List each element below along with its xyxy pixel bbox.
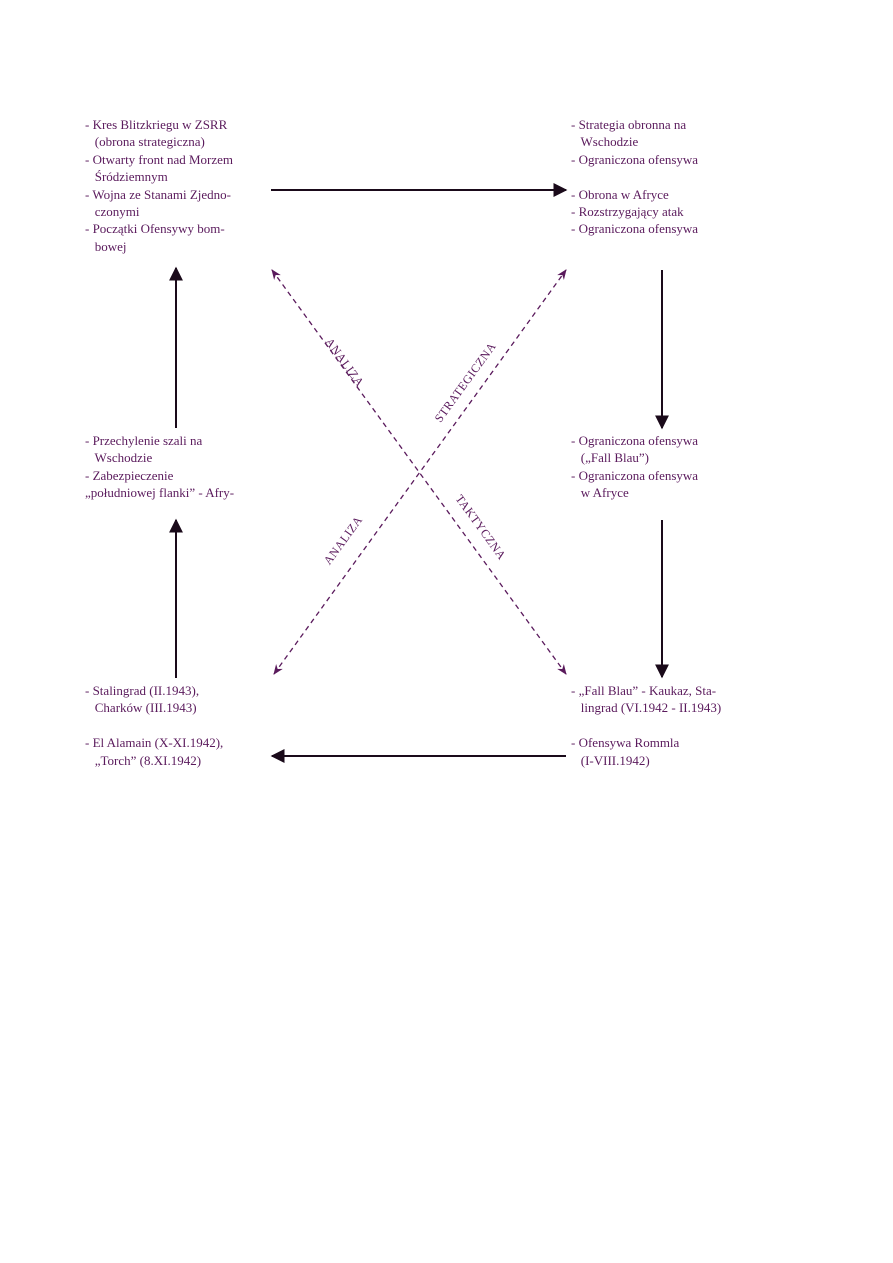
box-line: w Afryce [571, 485, 629, 501]
dashed-diagonal-top-left-to-bottom-right [271, 269, 567, 675]
box-line: - Rozstrzygający atak [571, 204, 684, 220]
box-bottom-right: - „Fall Blau” - Kaukaz, Sta- lingrad (VI… [571, 682, 721, 769]
box-line: - „Fall Blau” - Kaukaz, Sta- [571, 683, 717, 698]
box-line: bowej [85, 238, 127, 254]
box-line: - Początki Ofensywy bom- [85, 221, 225, 237]
box-line: - Strategia obronna na [571, 117, 687, 132]
box-line: czonymi [85, 204, 140, 220]
box-line: - Ograniczona ofensywa [571, 151, 699, 167]
box-line: - Przechylenie szali na [85, 433, 203, 448]
box-mid-left: - Przechylenie szali na Wschodzie - Zabe… [85, 432, 234, 502]
box-line: - Ograniczona ofensywa [571, 467, 699, 483]
box-line: „Torch” (8.XI.1942) [85, 752, 202, 768]
box-line: „południowej flanki” - Afry- [85, 485, 235, 501]
box-line: - Kres Blitzkriegu w ZSRR [85, 117, 228, 132]
box-line: - Ograniczona ofensywa [571, 433, 699, 448]
box-line: - Stalingrad (II.1943), [85, 683, 200, 698]
box-line: - Obrona w Afryce [571, 186, 669, 202]
box-line: - Otwarty front nad Morzem [85, 151, 234, 167]
box-line: (I-VIII.1942) [571, 752, 650, 768]
box-line: lingrad (VI.1942 - II.1943) [571, 700, 722, 716]
box-line: - Ofensywa Rommla [571, 735, 680, 751]
box-line: Śródziemnym [85, 169, 168, 185]
box-line: - Zabezpieczenie [85, 467, 174, 483]
box-line [571, 717, 721, 734]
box-line: - El Alamain (X-XI.1942), [85, 735, 224, 751]
box-line: - Ograniczona ofensywa [571, 221, 699, 237]
box-line: Wschodzie [571, 134, 639, 150]
box-bottom-left: - Stalingrad (II.1943), Charków (III.194… [85, 682, 223, 769]
box-top-right: - Strategia obronna na Wschodzie - Ogran… [571, 116, 698, 238]
box-line: Charków (III.1943) [85, 700, 197, 716]
box-line: (obrona strategiczna) [85, 134, 205, 150]
box-top-left: - Kres Blitzkriegu w ZSRR (obrona strate… [85, 116, 233, 255]
box-line [85, 717, 223, 734]
box-mid-right: - Ograniczona ofensywa („Fall Blau”) - O… [571, 432, 698, 502]
box-line: („Fall Blau”) [571, 450, 649, 466]
box-line [571, 168, 698, 185]
box-line: Wschodzie [85, 450, 153, 466]
box-line: - Wojna ze Stanami Zjedno- [85, 186, 232, 202]
